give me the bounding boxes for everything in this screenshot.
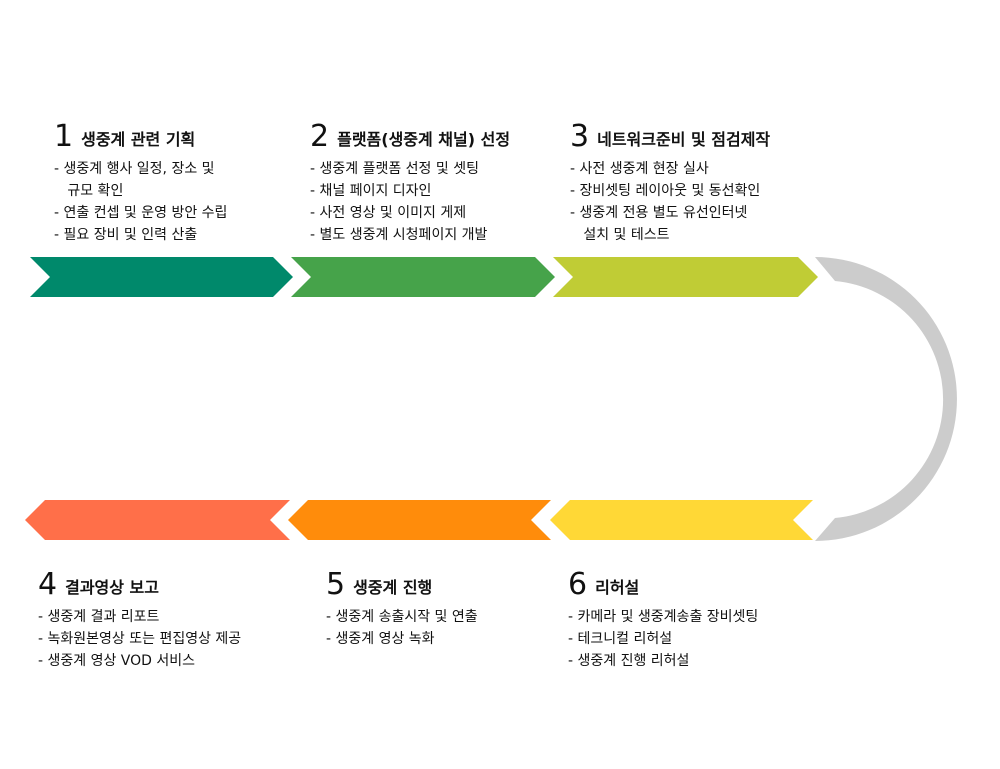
step-item-list: - 생중계 결과 리포트 - 녹화원본영상 또는 편집영상 제공 - 생중계 영… [38,606,308,672]
step-item-list: - 사전 생중계 현장 실사 - 장비셋팅 레이아웃 및 동선확인 - 생중계 … [570,158,840,246]
step-item-list: - 생중계 송출시작 및 연출 - 생중계 영상 녹화 [326,606,596,650]
arrow-step-4 [25,500,290,540]
step-item: - 생중계 플랫폼 선정 및 셋팅 [310,161,479,177]
step-4: 4 결과영상 보고 - 생중계 결과 리포트 - 녹화원본영상 또는 편집영상 … [38,566,308,672]
step-3: 3 네트워크준비 및 점검제작 - 사전 생중계 현장 실사 - 장비셋팅 레이… [570,118,840,246]
step-item: - 생중계 전용 별도 유선인터넷 [570,205,748,221]
step-item: - 생중계 결과 리포트 [38,609,160,625]
step-item: - 연출 컨셉 및 운영 방안 수립 [54,205,228,221]
step-number: 2 [310,119,330,154]
step-item-list: - 생중계 행사 일정, 장소 및 규모 확인 - 연출 컨셉 및 운영 방안 … [54,158,324,246]
step-title: 네트워크준비 및 점검제작 [597,130,771,149]
step-title: 결과영상 보고 [65,578,159,597]
step-item: - 녹화원본영상 또는 편집영상 제공 [38,631,242,647]
step-item: - 생중계 영상 녹화 [326,631,435,647]
step-number: 1 [54,119,74,154]
arrow-step-3 [553,257,818,297]
step-title: 플랫폼(생중계 채널) 선정 [337,130,511,149]
step-item: - 생중계 송출시작 및 연출 [326,609,478,625]
step-item: 설치 및 테스트 [570,227,670,243]
step-item-list: - 생중계 플랫폼 선정 및 셋팅 - 채널 페이지 디자인 - 사전 영상 및… [310,158,580,246]
step-2: 2 플랫폼(생중계 채널) 선정 - 생중계 플랫폼 선정 및 셋팅 - 채널 … [310,118,580,246]
step-item: - 카메라 및 생중계송출 장비셋팅 [568,609,759,625]
step-item: - 필요 장비 및 인력 산출 [54,227,198,243]
step-number: 5 [326,567,346,602]
step-item: - 별도 생중계 시청페이지 개발 [310,227,488,243]
return-curve-arrow [815,257,957,541]
step-6: 6 리허설 - 카메라 및 생중계송출 장비셋팅 - 테크니컬 리허설 - 생중… [568,566,838,672]
step-1: 1 생중계 관련 기획 - 생중계 행사 일정, 장소 및 규모 확인 - 연출… [54,118,324,246]
step-number: 3 [570,119,590,154]
step-item: - 장비셋팅 레이아웃 및 동선확인 [570,183,761,199]
step-item: - 생중계 진행 리허설 [568,653,690,669]
step-item: - 테크니컬 리허설 [568,631,673,647]
step-item: 규모 확인 [54,183,124,199]
arrow-step-2 [291,257,555,297]
step-title: 리허설 [595,578,640,597]
step-item-list: - 카메라 및 생중계송출 장비셋팅 - 테크니컬 리허설 - 생중계 진행 리… [568,606,838,672]
step-number: 4 [38,567,58,602]
step-item: - 채널 페이지 디자인 [310,183,432,199]
step-item: - 사전 영상 및 이미지 게제 [310,205,467,221]
step-title: 생중계 진행 [353,578,433,597]
arrow-step-1 [30,257,293,297]
arrow-step-6 [550,500,813,540]
step-item: - 생중계 영상 VOD 서비스 [38,653,196,669]
step-5: 5 생중계 진행 - 생중계 송출시작 및 연출 - 생중계 영상 녹화 [326,566,596,650]
step-item: - 사전 생중계 현장 실사 [570,161,709,177]
arrow-step-5 [288,500,551,540]
step-title: 생중계 관련 기획 [81,130,196,149]
step-number: 6 [568,567,588,602]
step-item: - 생중계 행사 일정, 장소 및 [54,161,215,177]
